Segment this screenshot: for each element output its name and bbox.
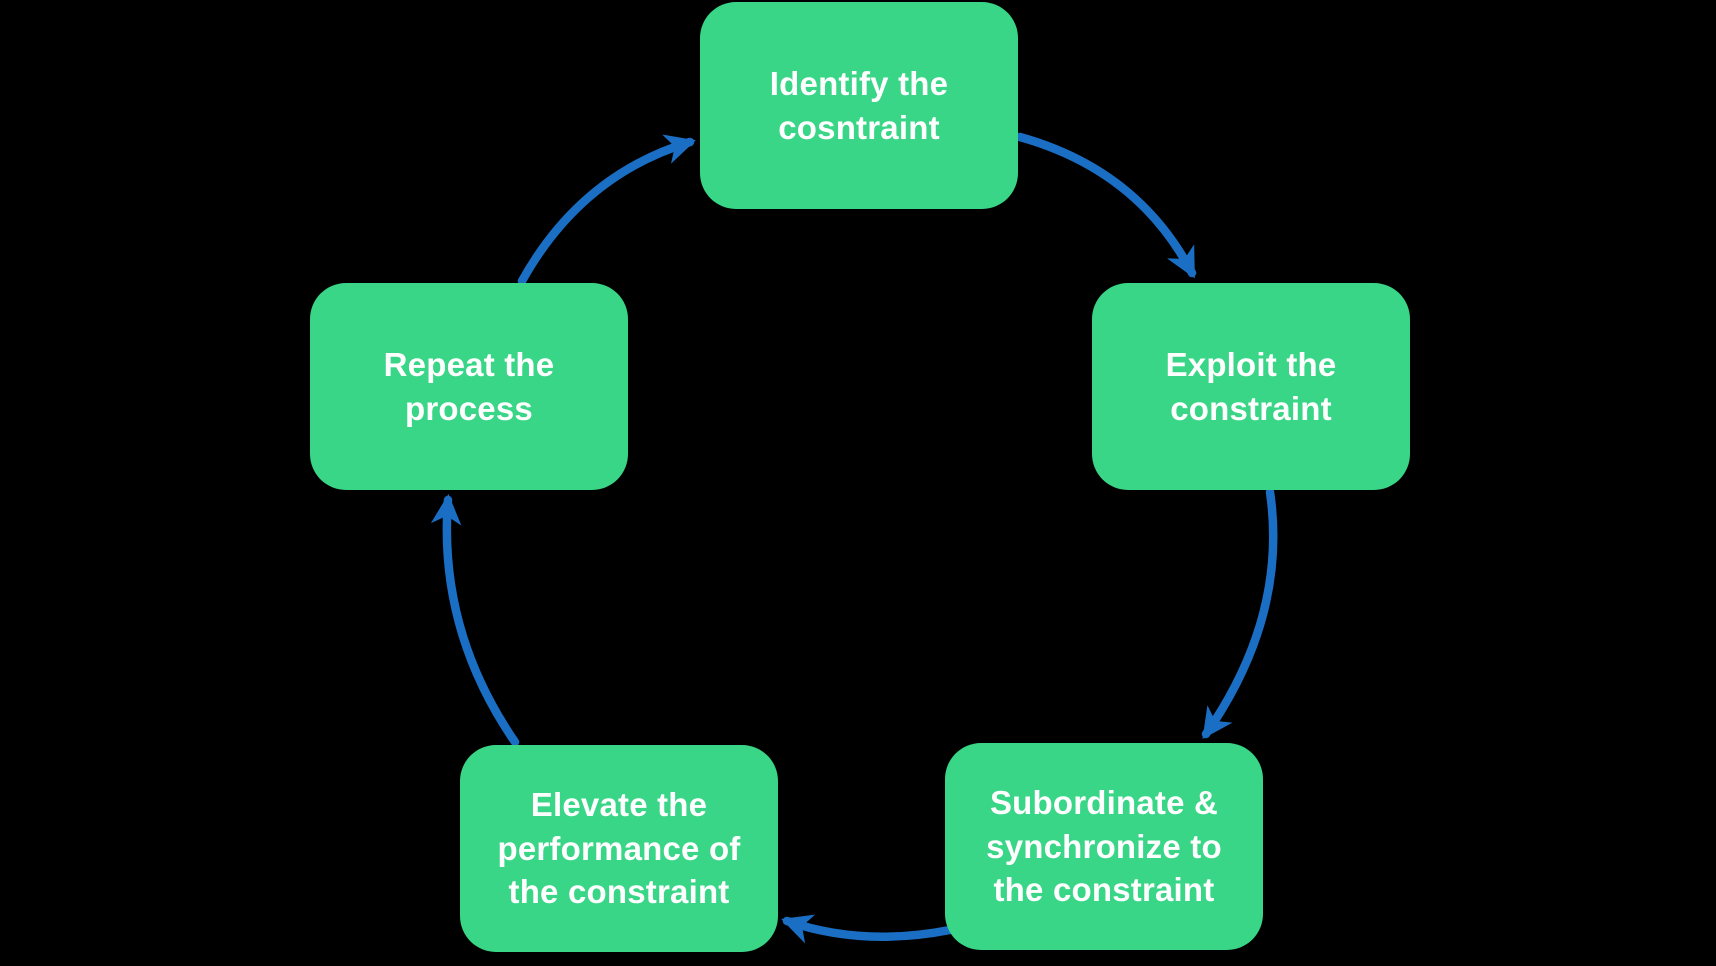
arrow-exploit-to-subordinate bbox=[1201, 487, 1278, 740]
node-label-repeat: Repeat the process bbox=[383, 345, 555, 427]
arrow-identify-to-exploit bbox=[1015, 132, 1197, 279]
node-label-subordinate: Subordinate & synchronize to the constra… bbox=[986, 784, 1222, 909]
node-identify: Identify the cosntraint bbox=[700, 2, 1018, 209]
node-label-exploit: Exploit the constraint bbox=[1165, 345, 1337, 427]
node-label-identify: Identify the cosntraint bbox=[769, 64, 949, 146]
node-exploit: Exploit the constraint bbox=[1092, 283, 1410, 490]
node-label-elevate: Elevate the performance of the constrain… bbox=[497, 786, 741, 911]
arrow-elevate-to-repeat bbox=[430, 493, 520, 747]
node-elevate: Elevate the performance of the constrain… bbox=[460, 745, 778, 952]
node-repeat: Repeat the process bbox=[310, 283, 628, 490]
node-subordinate: Subordinate & synchronize to the constra… bbox=[945, 743, 1263, 950]
arrow-repeat-to-identify bbox=[517, 134, 696, 286]
arrow-subordinate-to-elevate bbox=[781, 914, 955, 944]
